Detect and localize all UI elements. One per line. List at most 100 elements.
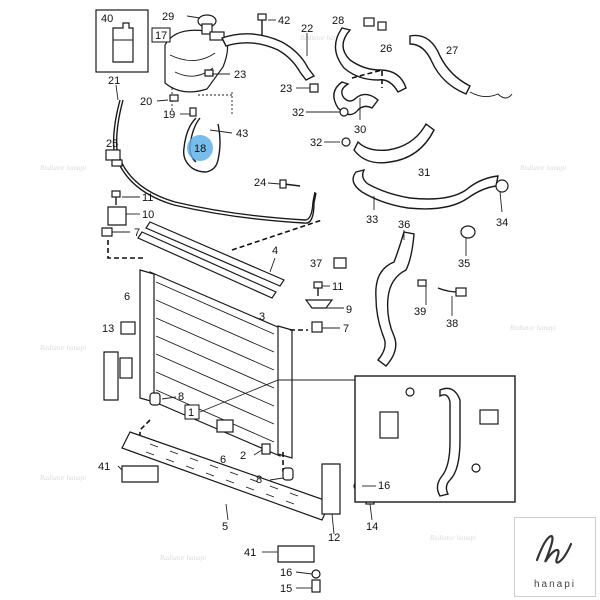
hose-36 [375,231,415,367]
callout-30: 30 [354,124,366,136]
callout-43: 43 [236,128,248,140]
callout-10: 10 [142,209,154,221]
radiator-core [139,269,293,459]
bolt-11-right [313,281,323,296]
hose-31 [353,122,435,164]
callout-11-a: 11 [142,192,153,204]
callout-18: 18 [194,143,206,155]
dash-left-top [107,240,146,259]
callout-23-a: 23 [234,69,246,81]
sensor-38 [437,287,467,297]
bracket-13 [103,351,133,401]
clip-7-right [311,321,323,333]
callout-35: 35 [458,258,470,270]
pipe-21 [112,99,317,224]
cushion-8a [149,392,161,406]
mount-6a [120,321,136,335]
callout-22: 22 [301,23,313,35]
callout-41-a: 41 [98,461,110,473]
hose-27 [409,34,513,99]
watermark-text: Radiator hanapi [39,344,86,352]
callout-26: 26 [380,43,392,55]
callout-41-b: 41 [244,547,256,559]
plate-41a [121,465,159,483]
bracket-25 [105,149,123,167]
callouts: 40 29 42 22 28 17 26 27 21 23 23 20 19 3… [98,11,508,595]
callout-1: 1 [188,407,194,419]
watermark-text: Radiator hanapi [509,324,556,332]
hose-33 [352,168,499,210]
callout-8-b: 8 [256,474,262,486]
callout-16-b: 16 [280,567,292,579]
watermark-layer: Radiator hanapi Radiator hanapi Radiator… [39,34,566,562]
seal-strip-4 [145,221,285,287]
callout-7-a: 7 [134,227,140,239]
watermark-text: Radiator hanapi [39,164,86,172]
drain-plug-2 [261,443,271,455]
callout-11-b: 11 [332,281,343,293]
clip-23 [204,69,319,93]
leader-lines [112,15,503,589]
callout-15: 15 [280,583,292,595]
callout-19: 19 [163,109,175,121]
hose-22 [221,33,316,81]
watermark-text: Radiator hanapi [39,474,86,482]
callout-28: 28 [332,15,344,27]
expansion-tank [164,14,229,93]
callout-9: 9 [346,304,352,316]
plate-41b [277,545,315,563]
callout-23-b: 23 [280,83,292,95]
brand-mark-icon [535,534,573,564]
callout-12: 12 [328,532,340,544]
callout-16-a: 16 [378,480,390,492]
sensor-39 [417,279,427,287]
watermark-text: Radiator hanapi [429,534,476,542]
watermark-text: Radiator hanapi [519,164,566,172]
callout-5: 5 [222,521,228,533]
bracket-9 [304,299,334,309]
callout-29: 29 [162,11,174,23]
cushion-8b [282,467,294,481]
callout-40: 40 [101,13,113,25]
callout-32-b: 32 [310,137,322,149]
callout-2: 2 [240,450,246,462]
callout-42: 42 [278,15,290,27]
bracket-10 [107,206,127,226]
callout-27: 27 [446,45,458,57]
mount-6b [216,419,234,433]
callout-21: 21 [108,75,120,87]
highlight-circle [187,135,213,161]
callout-39: 39 [414,306,426,318]
callout-33: 33 [366,214,378,226]
lower-shield-5 [121,431,331,521]
callout-6-b: 6 [220,454,226,466]
callout-7-b: 7 [343,323,349,335]
sensor-24 [279,179,301,189]
callout-14: 14 [366,521,378,533]
hose-26 [334,27,407,93]
callout-31: 31 [418,167,430,179]
callout-6-a: 6 [124,291,130,303]
connector-28 [363,17,387,31]
cap-35 [460,225,476,239]
detail-inset [354,375,516,503]
callout-34: 34 [496,217,508,229]
label-frame-17 [151,27,171,43]
pipe-21-inner [115,99,316,221]
brand-name: hanapi [533,579,577,590]
callout-3: 3 [259,311,265,323]
callout-32-a: 32 [292,107,304,119]
callout-8-a: 8 [178,391,184,403]
hose-30 [333,68,383,116]
bolt-15 [311,579,321,593]
bolt-11-top [111,190,121,205]
guide-lines [171,88,234,114]
callout-17: 17 [155,30,167,42]
bracket-12 [321,463,341,515]
fitting-20 [169,94,197,117]
callout-38: 38 [446,318,458,330]
watermark-text: Radiator hanapi [159,554,206,562]
clip-37 [333,257,347,269]
callout-25: 25 [106,138,118,150]
